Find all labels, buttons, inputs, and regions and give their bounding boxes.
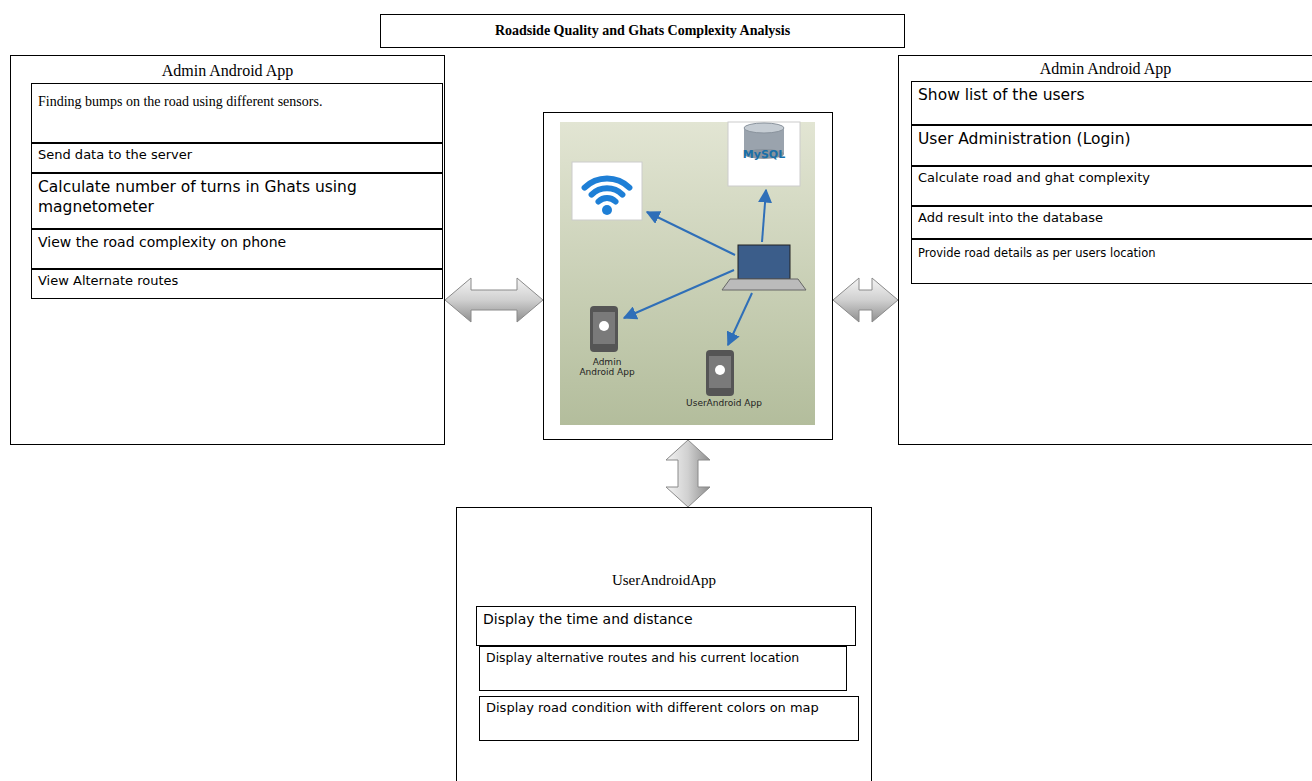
wifi-symbol (585, 178, 630, 201)
android-icon (715, 365, 725, 375)
wifi-tile (572, 162, 642, 220)
illustration-arrow (624, 270, 734, 318)
phone-symbol (590, 306, 618, 352)
feature-text: Provide road details as per users locati… (912, 240, 1312, 268)
feature-text: Display road condition with different co… (480, 697, 858, 720)
feature-box: Calculate road and ghat complexity (911, 166, 1312, 206)
feature-box: View Alternate routes (31, 269, 443, 299)
system-picture-box: MySQL Admin Android AppUserAndroid App (543, 112, 833, 440)
feature-box: Finding bumps on the road using differen… (31, 83, 443, 143)
feature-text: Calculate road and ghat complexity (912, 167, 1312, 190)
app-panel: Admin Android AppFinding bumps on the ro… (10, 55, 445, 445)
feature-text: Add result into the database (912, 207, 1312, 230)
app-panel: UserAndroidAppDisplay the time and dista… (456, 507, 872, 781)
feature-box: Display the time and distance (476, 606, 856, 646)
feature-box: Display road condition with different co… (479, 696, 859, 741)
picture-label: Admin Android App (578, 357, 636, 378)
block-arrow (833, 278, 898, 322)
feature-box: Add result into the database (911, 206, 1312, 239)
block-arrow (666, 440, 710, 507)
feature-text: Display the time and distance (477, 607, 855, 631)
wifi-dot (602, 205, 612, 215)
phone-symbol (706, 350, 734, 396)
illustration-ground (560, 122, 815, 425)
database-tile (728, 122, 800, 186)
wifi-arc (592, 188, 623, 194)
illustration-arrow (762, 190, 766, 242)
feature-text: Finding bumps on the road using differen… (32, 84, 442, 120)
feature-box: Calculate number of turns in Ghats using… (31, 173, 443, 229)
title-box: Roadside Quality and Ghats Complexity An… (380, 14, 905, 48)
phone-screen (709, 356, 731, 388)
title: Roadside Quality and Ghats Complexity An… (495, 23, 790, 39)
laptop-screen (738, 245, 790, 279)
panel-heading: Admin Android App (899, 60, 1312, 78)
android-icon (599, 321, 609, 331)
feature-text: View Alternate routes (32, 270, 442, 293)
feature-box: Provide road details as per users locati… (911, 239, 1312, 284)
feature-text: User Administration (Login) (912, 126, 1312, 152)
feature-box: User Administration (Login) (911, 125, 1312, 166)
database-cylinder (744, 123, 784, 133)
illustration-arrow (728, 293, 752, 345)
wifi-arc (585, 178, 630, 187)
laptop-base (722, 279, 806, 290)
wifi-arc (599, 198, 616, 202)
picture-label: MySQL (734, 149, 794, 162)
illustration-arrow (647, 212, 735, 255)
picture-label: UserAndroid App (676, 398, 772, 408)
app-panel: Admin Android AppShow list of the usersU… (898, 55, 1312, 445)
feature-text: Show list of the users (912, 82, 1312, 108)
feature-box: Show list of the users (911, 81, 1312, 125)
block-arrow (445, 278, 543, 322)
feature-text: View the road complexity on phone (32, 230, 442, 254)
feature-box: View the road complexity on phone (31, 229, 443, 269)
feature-box: Send data to the server (31, 143, 443, 173)
illustration-arrows (624, 190, 766, 345)
panel-heading: Admin Android App (11, 62, 444, 80)
phone-screen (593, 312, 615, 344)
feature-text: Display alternative routes and his curre… (480, 647, 846, 668)
feature-box: Display alternative routes and his curre… (479, 646, 847, 691)
feature-text: Send data to the server (32, 144, 442, 167)
panel-heading: UserAndroidApp (457, 572, 871, 589)
feature-text: Calculate number of turns in Ghats using… (32, 174, 442, 220)
